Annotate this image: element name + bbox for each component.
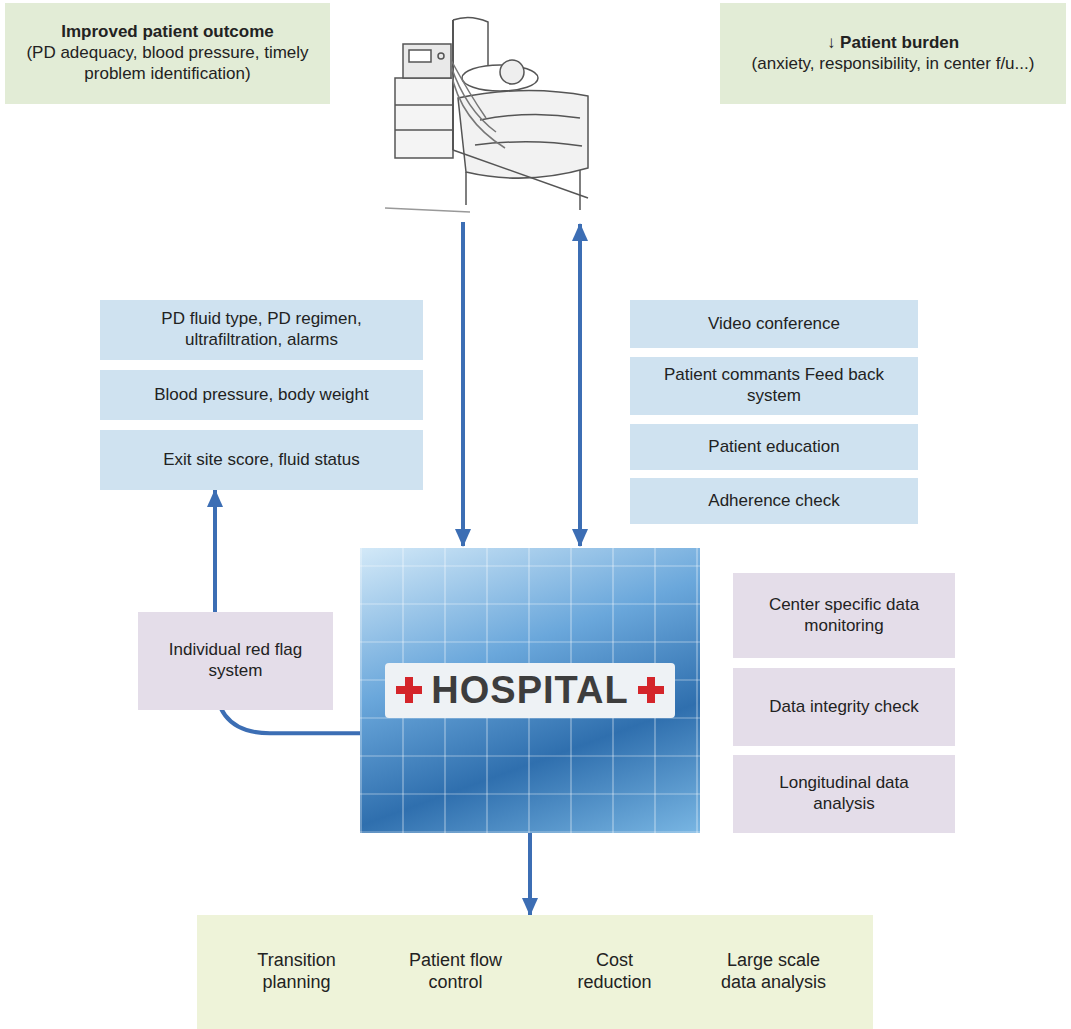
box-heading: ↓ Patient burden: [827, 33, 959, 54]
red-cross: [637, 676, 665, 704]
patient-illustration: [385, 17, 588, 212]
box-heading: Video conference: [708, 314, 840, 335]
process-box: Center specific data monitoring: [733, 573, 955, 658]
hospital-sign: HOSPITAL: [385, 663, 674, 717]
red-cross-bar: [638, 686, 664, 694]
process-box: Longitudinal data analysis: [733, 755, 955, 833]
box-heading: Patient education: [708, 437, 839, 458]
outcome-box: ↓ Patient burden(anxiety, responsibility…: [720, 3, 1066, 104]
process-box: Data integrity check: [733, 668, 955, 746]
box-heading: Individual red flag system: [168, 640, 303, 681]
box-heading: Data integrity check: [769, 697, 918, 718]
benefit-band: Transition planning Patient flow control C…: [197, 915, 873, 1029]
data-box: Exit site score, fluid status: [100, 430, 423, 490]
data-box: PD fluid type, PD regimen, ultrafiltrati…: [100, 300, 423, 360]
communication-box: Patient commants Feed back system: [630, 357, 918, 415]
benefit-label: Patient flow control: [400, 950, 512, 994]
box-heading: Exit site score, fluid status: [163, 450, 360, 471]
benefit-label: Transition planning: [241, 950, 353, 994]
box-heading: HOSPITAL: [431, 667, 628, 713]
box-heading: Blood pressure, body weight: [154, 385, 369, 406]
hospital-image: HOSPITAL: [360, 548, 700, 833]
box-heading: Improved patient outcome: [61, 22, 274, 43]
data-box: Blood pressure, body weight: [100, 370, 423, 420]
benefit-label: Cost reduction: [559, 950, 671, 994]
communication-box: Patient education: [630, 424, 918, 470]
box-heading: Patient commants Feed back system: [644, 365, 904, 406]
box-heading: Center specific data monitoring: [763, 595, 925, 636]
box-heading: Longitudinal data analysis: [763, 773, 925, 814]
outcome-box: Improved patient outcome(PD adequacy, bl…: [5, 3, 330, 104]
box-heading: Adherence check: [708, 491, 839, 512]
communication-box: Adherence check: [630, 478, 918, 524]
flow-arrow: [461, 222, 465, 546]
red-cross-bar: [396, 686, 422, 694]
red-cross: [395, 676, 423, 704]
box-text: (PD adequacy, blood pressure, timely pro…: [19, 43, 316, 84]
box-heading: PD fluid type, PD regimen, ultrafiltrati…: [114, 309, 409, 350]
process-box: Individual red flag system: [138, 612, 333, 710]
flow-arrow: [528, 833, 532, 915]
communication-box: Video conference: [630, 300, 918, 348]
benefit-label: Large scale data analysis: [718, 950, 830, 994]
box-text: (anxiety, responsibility, in center f/u.…: [752, 54, 1035, 75]
exchange-arrow: [578, 224, 582, 546]
